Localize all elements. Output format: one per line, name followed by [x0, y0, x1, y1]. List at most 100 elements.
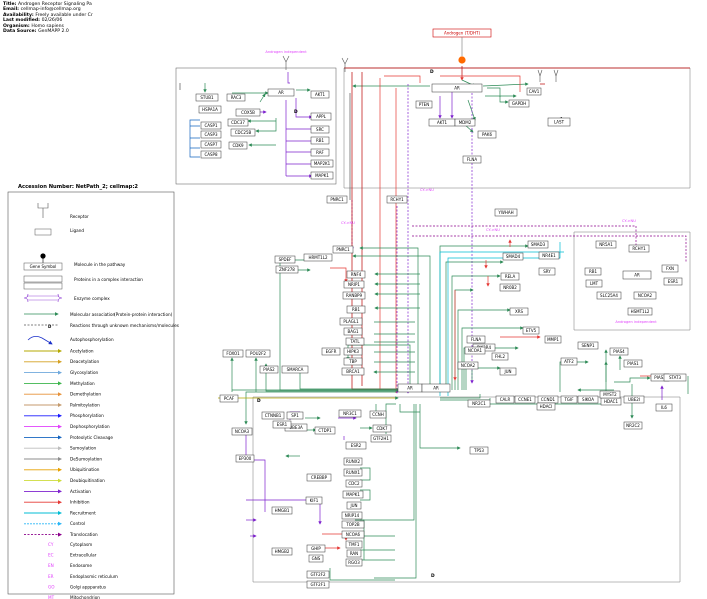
- gene-node-etv5[interactable]: ETV5: [522, 326, 540, 335]
- gene-node-ar-c2[interactable]: AR: [421, 383, 451, 393]
- gene-node-cav1[interactable]: CAV1: [526, 87, 542, 96]
- gene-node-znf278[interactable]: ZNF278: [275, 265, 299, 274]
- gene-node-ran[interactable]: RAN: [346, 549, 362, 558]
- gene-node-crebbp[interactable]: CREBBP: [306, 473, 332, 482]
- gene-node-esr2[interactable]: ESR2: [345, 441, 367, 450]
- gene-node-ep300[interactable]: EP300: [235, 454, 255, 463]
- gene-node-nrip1[interactable]: NRIP1: [343, 280, 365, 289]
- gene-node-il6[interactable]: IL6: [655, 403, 673, 412]
- gene-node-ywhah[interactable]: YWHAH: [494, 208, 518, 217]
- gene-node-flna-a[interactable]: FLNA: [462, 155, 482, 164]
- gene-node-map2k1[interactable]: MAP2K1: [310, 159, 334, 168]
- gene-node-casp3[interactable]: CASP3: [200, 130, 222, 139]
- gene-node-hipk3[interactable]: HIPK3: [343, 347, 363, 356]
- gene-node-hmgb2[interactable]: HMGB2: [271, 547, 293, 556]
- gene-node-sry[interactable]: SRY: [538, 267, 556, 276]
- gene-node-nr5a1[interactable]: NR5A1: [595, 240, 617, 249]
- gene-node-cox5b[interactable]: COX5B: [235, 108, 261, 117]
- gene-node-rela[interactable]: RELA: [500, 272, 520, 281]
- gene-node-ccne1[interactable]: CCNE1: [514, 395, 536, 404]
- gene-node-myst2[interactable]: MYST2: [599, 390, 621, 399]
- gene-node-rb1-c[interactable]: RB1: [584, 267, 602, 276]
- gene-node-gapdh[interactable]: GAPDH: [508, 99, 530, 108]
- gene-node-gtf2f2[interactable]: GTF2F2: [306, 570, 330, 579]
- gene-node-tp53[interactable]: TP53: [469, 446, 489, 455]
- gene-node-foxo1[interactable]: FOXO1: [222, 349, 244, 358]
- gene-node-brca1[interactable]: BRCA1: [341, 367, 365, 376]
- gene-node-egfr[interactable]: EGFR: [321, 347, 341, 356]
- gene-node-akt1-a[interactable]: AKT1: [310, 90, 330, 99]
- gene-node-pias2[interactable]: PIAS2: [259, 365, 279, 374]
- gene-node-last[interactable]: LAST: [547, 117, 571, 127]
- gene-node-cdk7[interactable]: CDK7: [372, 424, 392, 433]
- gene-node-mapk1-b[interactable]: MAPK1: [342, 490, 364, 499]
- gene-node-ctdp1[interactable]: CTDP1: [314, 426, 336, 435]
- gene-node-nr2c1[interactable]: NR2C1: [467, 399, 491, 408]
- gene-node-hmgb1[interactable]: HMGB1: [271, 506, 293, 515]
- gene-node-pias1[interactable]: PIAS1: [623, 359, 643, 368]
- gene-node-pnrc1-b[interactable]: PNRC1: [332, 245, 354, 254]
- gene-node-rac3[interactable]: RAC3: [226, 93, 246, 102]
- gene-node-hsmt1l2[interactable]: HSMT1L2: [627, 307, 653, 316]
- gene-node-nr4e1[interactable]: NR4E1: [538, 251, 560, 260]
- gene-node-nr3c1[interactable]: NR3C1: [338, 409, 362, 418]
- gene-node-src[interactable]: SRC: [310, 125, 330, 134]
- gene-node-pnrc1[interactable]: PNRC1: [326, 195, 348, 204]
- gene-node-nr2c2[interactable]: NR2C2: [623, 421, 643, 430]
- gene-node-mmp1[interactable]: MMP1: [544, 335, 562, 344]
- gene-node-akt1-b[interactable]: AKT1: [428, 118, 456, 127]
- gene-node-smad4[interactable]: SMAD4: [502, 252, 524, 261]
- gene-node-rchy1-a[interactable]: RCHY1: [386, 195, 408, 204]
- gene-node-smarca[interactable]: SMARCA: [281, 365, 309, 374]
- gene-node-ranbp9[interactable]: RANBP9: [342, 291, 366, 300]
- gene-node-sp1[interactable]: SP1: [286, 411, 304, 420]
- gene-node-gtf2f1[interactable]: GTF2F1: [306, 580, 330, 589]
- gene-node-stat3[interactable]: STAT3: [663, 373, 687, 382]
- gene-node-sikoa[interactable]: SIKOA: [577, 395, 599, 404]
- gene-node-cdc25b[interactable]: CDC25B: [230, 128, 256, 137]
- gene-node-jun-a[interactable]: JUN: [499, 367, 517, 376]
- gene-node-bag1[interactable]: BAG1: [343, 327, 363, 336]
- gene-node-ar-c1[interactable]: AR: [397, 383, 423, 393]
- gene-node-runx1[interactable]: RUNX1: [343, 468, 363, 477]
- gene-node-runx2[interactable]: RUNX2: [343, 457, 363, 466]
- gene-node-hdaci[interactable]: HDACI: [536, 402, 556, 411]
- gene-node-rnf4[interactable]: RNF4: [346, 270, 366, 279]
- gene-node-esr1-a[interactable]: ESR1: [272, 420, 292, 429]
- gene-node-xrs[interactable]: XRS: [509, 307, 529, 316]
- gene-node-cdc37[interactable]: CDC37: [227, 118, 249, 127]
- gene-node-cdc2[interactable]: CDC2: [345, 479, 363, 488]
- gene-node-mdm2[interactable]: MDM2: [454, 118, 476, 127]
- gene-node-pcaf[interactable]: PCAF: [219, 394, 239, 403]
- gene-node-kif1[interactable]: KIF1: [305, 496, 323, 505]
- gene-node-pou2f2[interactable]: POU2F2: [245, 349, 271, 358]
- gene-node-ar-a[interactable]: AR: [267, 88, 295, 97]
- gene-node-pias4[interactable]: PIAS4: [609, 347, 629, 356]
- gene-node-ncoa2-b[interactable]: NCOA2: [633, 291, 657, 300]
- gene-node-top2b[interactable]: TOP2B: [341, 520, 365, 529]
- gene-node-plagl1[interactable]: PLAGL1: [339, 317, 363, 326]
- gene-node-senp1[interactable]: SENP1: [577, 341, 599, 350]
- gene-node-gtf2h1[interactable]: GTF2H1: [370, 434, 392, 443]
- gene-node-spdef[interactable]: SPDEF: [274, 255, 296, 264]
- gene-node-flna-b[interactable]: FLNA: [466, 335, 486, 344]
- gene-node-pten[interactable]: PTEN: [415, 100, 433, 109]
- gene-node-calr[interactable]: CALR: [495, 395, 515, 404]
- gene-node-slc25a4[interactable]: SLC25A4: [596, 291, 622, 300]
- gene-node-nr0b2[interactable]: NR0B2: [499, 283, 521, 292]
- gene-node-ube2i[interactable]: UBE2I: [623, 395, 645, 404]
- gene-node-tbp[interactable]: TBP: [343, 357, 363, 366]
- gene-node-rgo3[interactable]: RGO3: [345, 558, 363, 567]
- gene-node-cdk9[interactable]: CDK9: [228, 141, 248, 150]
- gene-node-casp1[interactable]: CASP1: [200, 121, 222, 130]
- gene-node-ncoa3[interactable]: NCOA3: [231, 427, 253, 436]
- gene-node-pak6[interactable]: PAK6: [477, 130, 497, 139]
- gene-node-raf[interactable]: RAF: [310, 148, 330, 157]
- gene-node-hrmt1l2[interactable]: HRMT1L2: [303, 253, 333, 262]
- gene-node-rb1-b[interactable]: RB1: [346, 305, 366, 314]
- gene-node-ctnnb1[interactable]: CTNNB1: [261, 411, 285, 420]
- gene-node-fhl2[interactable]: FHL2: [491, 352, 509, 361]
- gene-node-tgif[interactable]: TGIF: [560, 395, 578, 404]
- gene-node-stub1[interactable]: STUB1: [195, 93, 219, 102]
- gene-node-ghip[interactable]: GHIP: [306, 544, 326, 553]
